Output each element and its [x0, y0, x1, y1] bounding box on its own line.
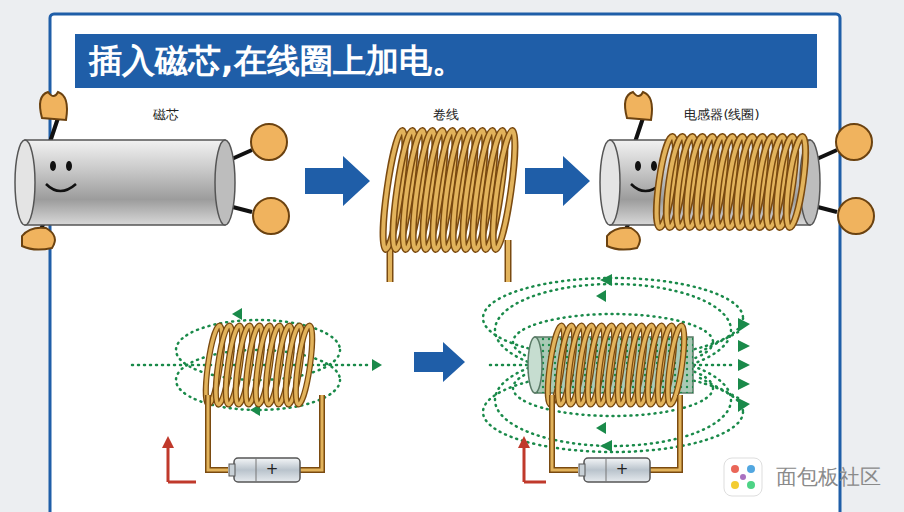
field-arrowhead [232, 308, 382, 416]
label-anchor: + [272, 469, 285, 487]
coil-winding [379, 130, 520, 282]
flow-arrow [525, 156, 590, 206]
current-arrow [162, 436, 196, 482]
flow-arrow [305, 156, 370, 206]
core-character [15, 92, 289, 250]
title-banner: 插入磁芯,在线圈上加电。 [75, 34, 817, 88]
title: 插入磁芯,在线圈上加电。 [75, 34, 817, 88]
part-name: 磁芯 [153, 106, 179, 124]
inductor-character [600, 92, 874, 250]
field-arrowhead [596, 274, 750, 452]
battery [229, 458, 300, 482]
watermark-logo [724, 458, 762, 496]
part-name: 电感器(线圈) [684, 106, 759, 124]
panel [50, 14, 840, 512]
flow-arrow [414, 342, 465, 382]
inductor-winding [653, 135, 810, 228]
label-anchor: 面包板社区 [828, 477, 904, 505]
current-arrow [518, 436, 546, 482]
label-anchor: 卷线 [446, 114, 472, 133]
coil-winding [202, 325, 315, 406]
label-anchor: 电感器(线圈) [722, 114, 797, 133]
terminal-sign: + [616, 460, 629, 478]
watermark: 面包板社区 [776, 463, 881, 491]
label-anchor: + [622, 469, 635, 487]
magnetic-field [132, 320, 372, 410]
label-anchor: 磁芯 [166, 114, 192, 133]
part-name: 卷线 [433, 106, 459, 124]
magnetic-field [483, 278, 743, 452]
battery [579, 458, 650, 482]
terminal-sign: + [266, 460, 279, 478]
coil-winding [544, 325, 687, 406]
